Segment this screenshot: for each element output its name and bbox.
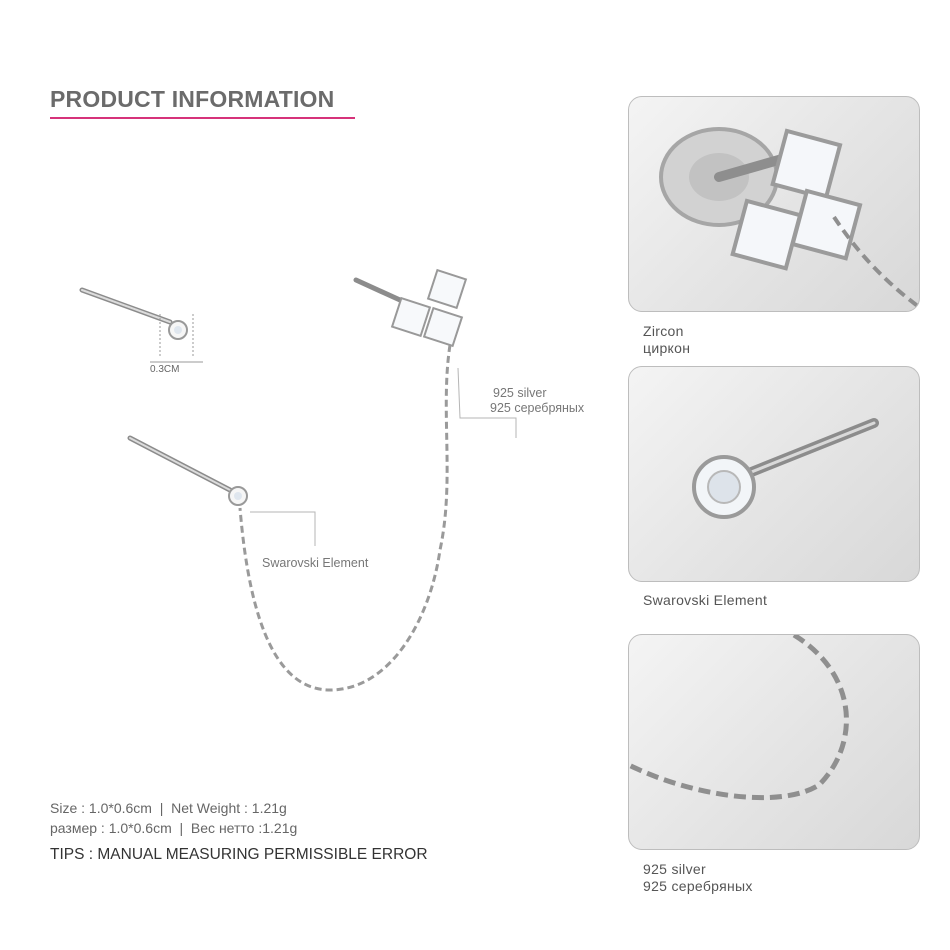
caption-zircon-line2: циркон bbox=[643, 340, 691, 356]
product-illustration bbox=[79, 268, 517, 692]
callout-swarovski: Swarovski Element bbox=[262, 556, 369, 570]
detail-image-zircon bbox=[628, 96, 920, 312]
caption-chain-line2: 925 серебряных bbox=[643, 878, 753, 894]
tips-text: TIPS : MANUAL MEASURING PERMISSIBLE ERRO… bbox=[50, 846, 428, 863]
page-title: PRODUCT INFORMATION bbox=[50, 86, 335, 112]
specs-line-ru: размер : 1.0*0.6cm | Вес нетто :1.21g bbox=[50, 820, 298, 836]
specs-line-en: Size : 1.0*0.6cm | Net Weight : 1.21g bbox=[50, 800, 287, 816]
caption-swarovski-line1: Swarovski Element bbox=[643, 592, 768, 608]
detail-image-chain bbox=[628, 634, 920, 850]
stud-swarovski bbox=[127, 435, 248, 506]
heart-stud bbox=[353, 268, 468, 348]
small-stud bbox=[79, 287, 203, 363]
caption-zircon: Zircon циркон bbox=[643, 323, 690, 357]
caption-zircon-line1: Zircon bbox=[643, 323, 684, 339]
chain bbox=[238, 344, 452, 692]
caption-chain-line1: 925 silver bbox=[643, 861, 706, 877]
title-underline bbox=[50, 117, 355, 119]
dimension-label: 0.3CM bbox=[150, 364, 180, 375]
detail-image-swarovski bbox=[628, 366, 920, 582]
caption-swarovski: Swarovski Element bbox=[643, 592, 767, 609]
specs-block: Size : 1.0*0.6cm | Net Weight : 1.21g ра… bbox=[50, 798, 297, 838]
callout-silver-line2: 925 серебряных bbox=[490, 401, 585, 415]
caption-chain: 925 silver 925 серебряных bbox=[643, 861, 753, 895]
callout-silver-line1: 925 silver bbox=[493, 386, 547, 400]
callout-silver: 925 silver 925 серебряных bbox=[490, 386, 585, 416]
